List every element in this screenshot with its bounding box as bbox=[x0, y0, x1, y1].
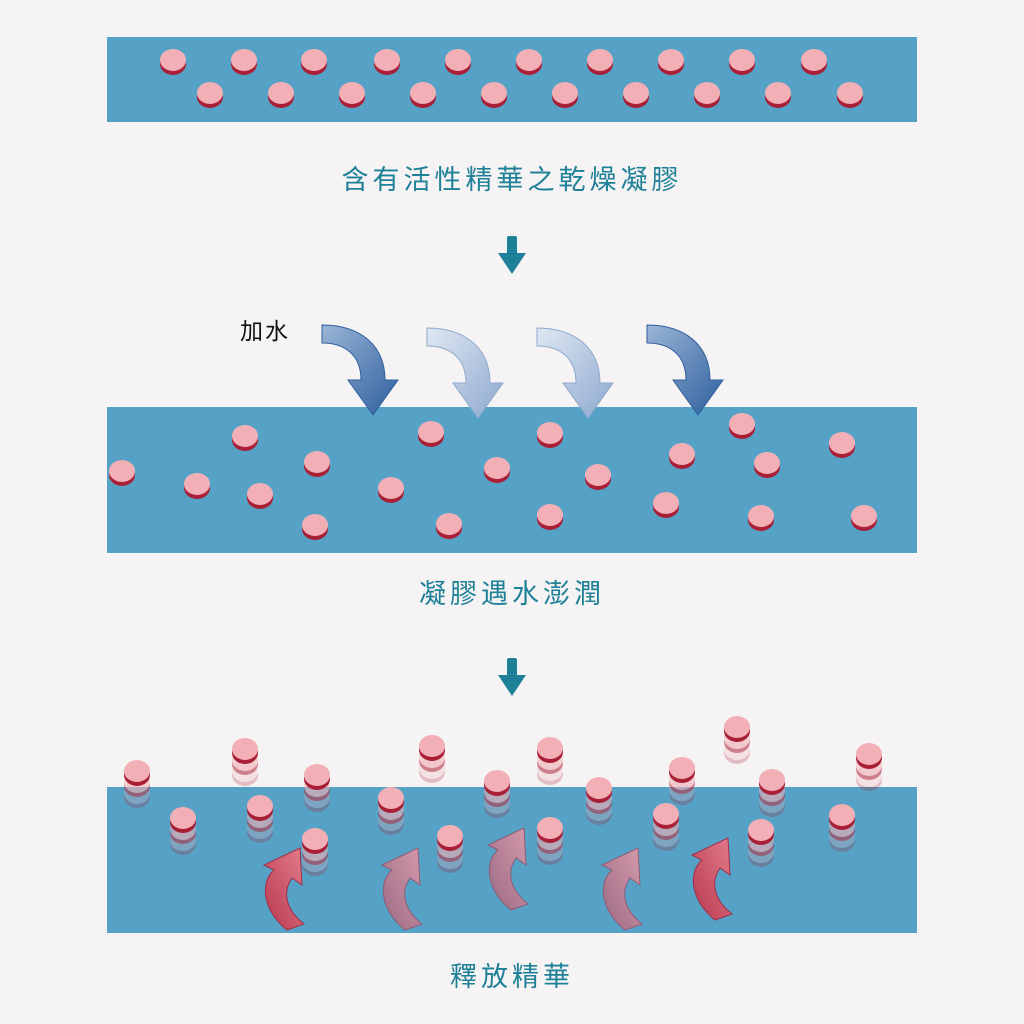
gel-bead bbox=[302, 828, 328, 854]
stage-caption-release: 釋放精華 bbox=[450, 962, 574, 993]
gel-bead bbox=[653, 492, 679, 518]
gel-bead bbox=[445, 49, 471, 75]
released-essence-beads bbox=[124, 716, 882, 876]
dry-gel-band bbox=[107, 37, 917, 122]
gel-bead bbox=[537, 504, 563, 530]
gel-bead bbox=[301, 49, 327, 75]
gel-bead bbox=[765, 82, 791, 108]
swollen-gel-band bbox=[107, 407, 917, 553]
gel-bead bbox=[851, 505, 877, 531]
gel-bead bbox=[856, 743, 882, 769]
gel-bead bbox=[537, 817, 563, 843]
curved-water-arrow-icon bbox=[321, 324, 399, 416]
gel-bead bbox=[302, 514, 328, 540]
add-water-label: 加水 bbox=[240, 319, 290, 345]
gel-bead bbox=[436, 513, 462, 539]
gel-bead bbox=[729, 413, 755, 439]
gel-bead bbox=[197, 82, 223, 108]
gel-bead bbox=[586, 777, 612, 803]
curved-water-arrow-icon bbox=[536, 327, 614, 419]
gel-bead bbox=[694, 82, 720, 108]
gel-bead bbox=[437, 825, 463, 851]
gel-bead bbox=[669, 443, 695, 469]
gel-bead bbox=[623, 82, 649, 108]
gel-bead bbox=[829, 804, 855, 830]
gel-bead bbox=[653, 803, 679, 829]
gel-bead bbox=[587, 49, 613, 75]
gel-bead bbox=[109, 460, 135, 486]
gel-bead bbox=[759, 769, 785, 795]
down-arrow-icon bbox=[498, 236, 526, 274]
gel-bead bbox=[484, 457, 510, 483]
gel-bead bbox=[247, 795, 273, 821]
gel-bead bbox=[124, 760, 150, 786]
gel-bead bbox=[378, 477, 404, 503]
gel-bead bbox=[304, 451, 330, 477]
gel-bead bbox=[724, 716, 750, 742]
gel-bead bbox=[419, 735, 445, 761]
dry-gel-beads bbox=[160, 49, 863, 108]
gel-bead bbox=[537, 422, 563, 448]
gel-bead bbox=[247, 483, 273, 509]
curved-water-arrow-icon bbox=[426, 327, 504, 419]
gel-bead bbox=[170, 807, 196, 833]
gel-bead bbox=[748, 505, 774, 531]
gel-bead bbox=[658, 49, 684, 75]
gel-bead bbox=[481, 82, 507, 108]
gel-bead bbox=[418, 421, 444, 447]
gel-bead bbox=[729, 49, 755, 75]
gel-bead bbox=[829, 432, 855, 458]
gel-bead bbox=[184, 473, 210, 499]
swollen-gel-beads bbox=[109, 413, 877, 540]
gel-bead bbox=[410, 82, 436, 108]
gel-bead bbox=[232, 738, 258, 764]
stage-caption-swelling: 凝膠遇水澎潤 bbox=[419, 579, 605, 610]
gel-bead bbox=[516, 49, 542, 75]
gel-bead bbox=[537, 737, 563, 763]
gel-bead bbox=[552, 82, 578, 108]
gel-bead bbox=[232, 425, 258, 451]
gel-bead bbox=[484, 770, 510, 796]
gel-bead bbox=[748, 819, 774, 845]
gel-bead bbox=[160, 49, 186, 75]
gel-bead bbox=[304, 764, 330, 790]
gel-bead bbox=[801, 49, 827, 75]
gel-bead bbox=[339, 82, 365, 108]
gel-bead bbox=[585, 464, 611, 490]
gel-bead bbox=[669, 757, 695, 783]
curved-water-arrow-icon bbox=[646, 324, 724, 416]
gel-bead bbox=[268, 82, 294, 108]
stage-caption-dry-gel: 含有活性精華之乾燥凝膠 bbox=[341, 165, 683, 196]
gel-bead bbox=[231, 49, 257, 75]
down-arrow-icon bbox=[498, 658, 526, 696]
gel-bead bbox=[374, 49, 400, 75]
gel-bead bbox=[837, 82, 863, 108]
gel-bead bbox=[754, 452, 780, 478]
gel-bead bbox=[378, 787, 404, 813]
